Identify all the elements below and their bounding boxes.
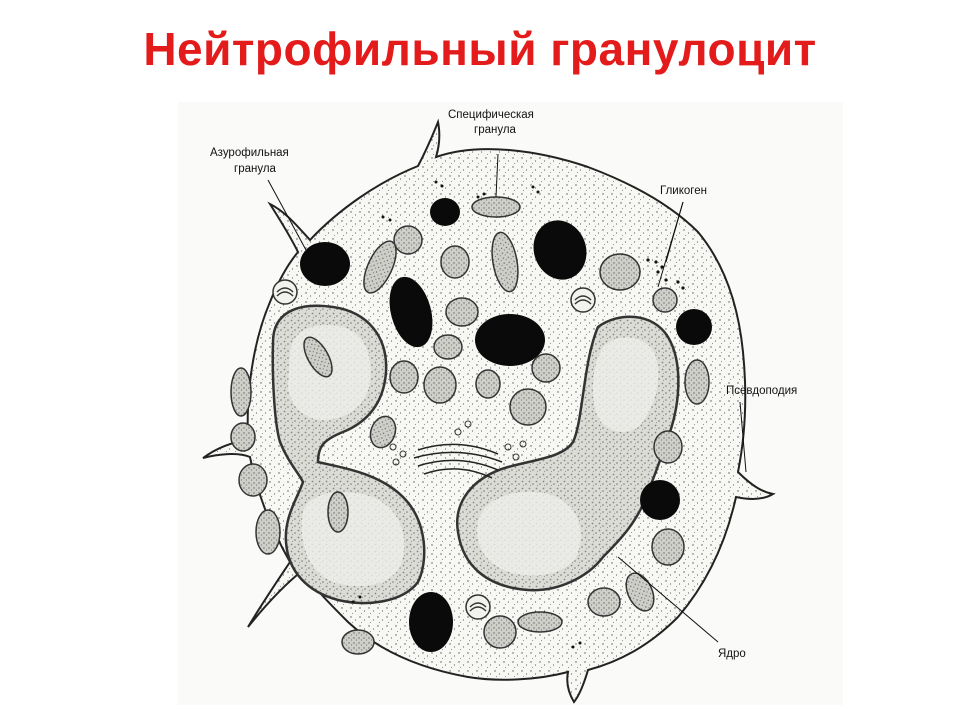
organelles-striped xyxy=(272,279,596,620)
label-nucleus: Ядро xyxy=(718,648,746,660)
label-glycogen: Гликоген xyxy=(660,185,707,197)
golgi-apparatus xyxy=(413,443,503,479)
nucleus-left xyxy=(271,304,426,605)
label-azurophilic-granule-line2: гранула xyxy=(234,163,277,175)
label-specific-granule-line2: гранула xyxy=(474,124,517,136)
label-pseudopodia: Псевдоподия xyxy=(726,385,797,397)
label-azurophilic-granule-line1: Азурофильная xyxy=(210,147,289,159)
glycogen-particles xyxy=(351,180,685,649)
neutrophil-diagram: Специфическая гранула Азурофильная грану… xyxy=(178,102,843,705)
specific-granules xyxy=(230,196,710,655)
vesicles xyxy=(389,420,527,466)
nucleus-right xyxy=(455,315,680,592)
leader-lines xyxy=(267,153,747,643)
page-title: Нейтрофильный гранулоцит xyxy=(143,23,817,75)
label-specific-granule-line1: Специфическая xyxy=(448,109,534,121)
azurophilic-granules xyxy=(300,198,712,652)
